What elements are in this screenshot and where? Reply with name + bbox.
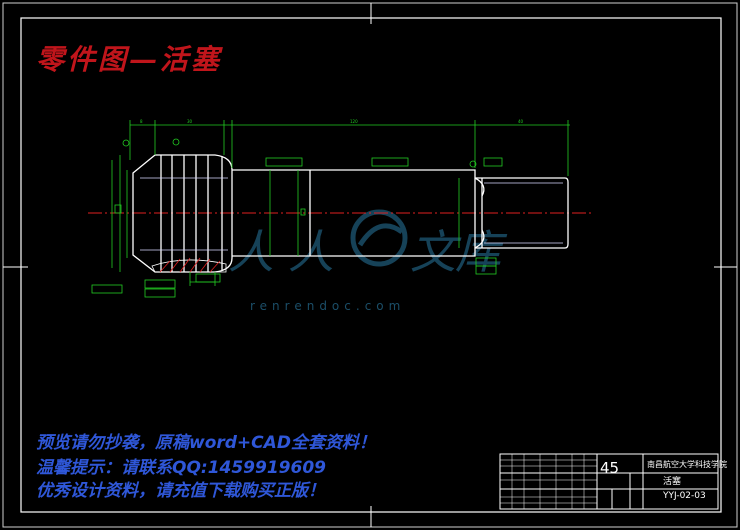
dimension-lines: 8 30 120 40 (91, 119, 570, 298)
svg-text:30: 30 (187, 119, 193, 124)
watermark-url: renrendoc.com (250, 299, 406, 313)
notice-preview: 预览请勿抄袭，原稿word+CAD全套资料！ (36, 433, 376, 453)
svg-text:120: 120 (350, 119, 358, 124)
title-block-part-name: 活塞 (663, 477, 682, 487)
svg-text:文: 文 (410, 225, 462, 279)
svg-text:人: 人 (288, 225, 334, 279)
title-block (499, 453, 719, 510)
section-hatch (151, 257, 227, 273)
title-block-school: 南昌航空大学科技学院 (647, 460, 727, 469)
svg-text:8: 8 (140, 119, 143, 124)
hidden-lines (140, 177, 563, 251)
watermark-logo: 人 人 文 库 (228, 209, 508, 279)
notice-contact: 温馨提示：请联系QQ:1459919609 (36, 458, 326, 478)
title-block-material: 45 (600, 459, 620, 477)
notice-purchase: 优秀设计资料，请充值下载购买正版！ (36, 481, 325, 501)
drawing-title: 零件图—活塞 (36, 43, 223, 76)
svg-text:40: 40 (518, 119, 524, 124)
title-block-drawing-code: YYJ-02-03 (663, 491, 706, 501)
svg-text:人: 人 (228, 225, 274, 279)
